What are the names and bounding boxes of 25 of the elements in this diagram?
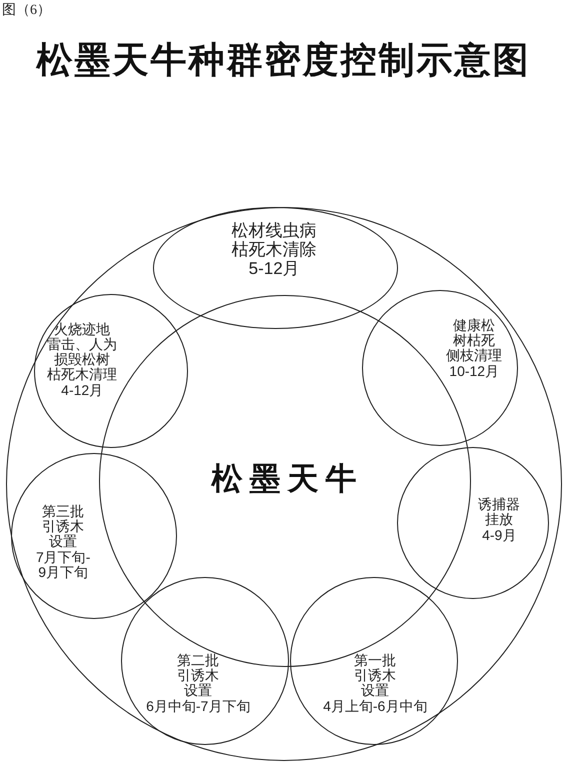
measure-circle [396, 446, 549, 599]
time-range-text: 10-12月 [449, 364, 500, 380]
measure-text: 第一批引诱木设置 [354, 654, 396, 700]
time-range-text: 6月中旬-7月下旬 [146, 699, 250, 714]
top-ellipse [152, 206, 398, 329]
measure-text: 松材线虫病枯死木清除 [232, 221, 317, 260]
measure-text: 诱捕器挂放 [478, 498, 520, 528]
measure-text: 第三批引诱木设置 [42, 505, 84, 550]
measure-circle [290, 576, 458, 745]
diagram-title: 松墨天牛种群密度控制示意图 [36, 39, 530, 82]
time-range-text: 4-9月 [482, 528, 516, 544]
figure-number: 图（6） [2, 2, 51, 19]
time-range-text: 4-12月 [61, 383, 104, 398]
center-label: 松墨天牛 [210, 461, 364, 498]
measure-text: 第二批引诱木设置 [177, 654, 220, 700]
measure-text: 火烧迹地雷击、人为损毁松树枯死木清理 [47, 323, 118, 384]
measure-circle [120, 576, 289, 745]
time-range-text: 4月上旬-6月中旬 [323, 699, 428, 714]
measure-circle [10, 452, 177, 619]
time-range-text: 5-12月 [248, 259, 300, 278]
measure-circle [34, 294, 188, 448]
time-range-text: 7月下旬-9月下旬 [36, 550, 90, 580]
measure-circle [362, 290, 518, 446]
measure-text: 健康松树枯死侧枝清理 [446, 319, 502, 364]
outer-circle [6, 207, 562, 761]
